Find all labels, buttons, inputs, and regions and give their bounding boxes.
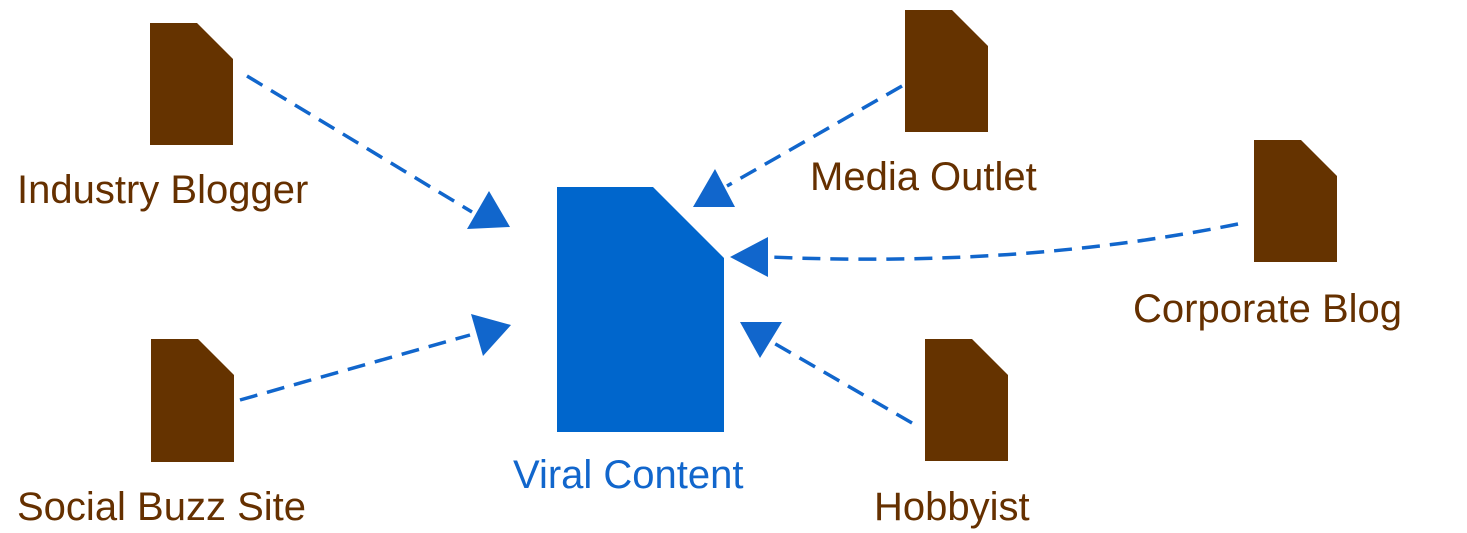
corporate-blog-document-icon bbox=[1254, 140, 1337, 262]
arrowhead-media-outlet bbox=[693, 169, 735, 207]
media-outlet-label: Media Outlet bbox=[810, 155, 1037, 199]
industry-blogger-document-icon bbox=[150, 23, 233, 145]
edge-hobbyist bbox=[771, 340, 913, 425]
arrowhead-industry-blogger bbox=[467, 191, 510, 229]
viral-content-document-icon bbox=[557, 187, 724, 432]
arrowhead-hobbyist bbox=[740, 322, 782, 358]
media-outlet-document-icon bbox=[905, 10, 988, 132]
arrowhead-social-buzz-site bbox=[471, 314, 511, 356]
hobbyist-document-icon bbox=[925, 339, 1008, 461]
corporate-blog-label: Corporate Blog bbox=[1133, 287, 1403, 331]
edge-corporate-blog bbox=[769, 222, 1239, 261]
social-buzz-site-label: Social Buzz Site bbox=[17, 485, 307, 529]
industry-blogger-label: Industry Blogger bbox=[17, 168, 309, 212]
viral-content-label: Viral Content bbox=[513, 453, 744, 497]
edge-social-buzz-site bbox=[239, 333, 471, 402]
social-buzz-site-document-icon bbox=[151, 339, 234, 462]
edge-industry-blogger bbox=[246, 74, 473, 214]
hobbyist-label: Hobbyist bbox=[874, 485, 1030, 529]
edge-media-outlet bbox=[726, 84, 903, 188]
arrowhead-corporate-blog bbox=[730, 237, 768, 277]
